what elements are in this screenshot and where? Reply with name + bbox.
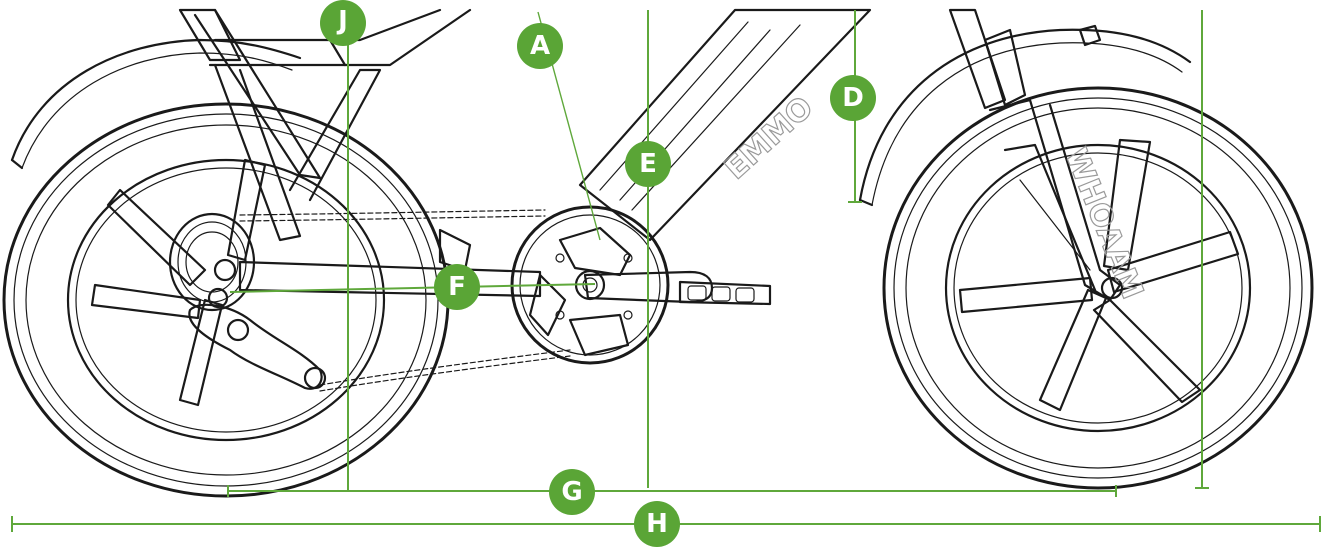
front-fork: WHOAAM <box>948 8 1150 305</box>
svg-text:F: F <box>448 272 466 302</box>
front-wheel <box>858 24 1314 490</box>
svg-text:E: E <box>639 149 657 179</box>
label-badge-j: J <box>320 0 366 46</box>
svg-text:J: J <box>336 6 348 36</box>
svg-text:D: D <box>842 83 864 113</box>
label-badge-e: E <box>625 141 671 187</box>
rear-fender <box>10 38 302 162</box>
front-fender <box>858 28 1192 202</box>
chain-bottom <box>319 349 571 386</box>
label-badge-h: H <box>634 501 680 547</box>
label-badge-a: A <box>517 23 563 69</box>
rear-wheel <box>2 38 450 498</box>
drivetrain <box>168 205 772 392</box>
chain-top <box>239 209 546 216</box>
svg-text:A: A <box>530 31 550 61</box>
chainstay <box>238 260 542 298</box>
label-badge-f: F <box>434 264 480 310</box>
label-badge-g: G <box>549 469 595 515</box>
down-tube <box>578 8 872 242</box>
svg-text:G: G <box>561 477 582 507</box>
label-badge-d: D <box>830 75 876 121</box>
rear-derailleur <box>188 303 323 390</box>
chainring <box>510 205 670 365</box>
svg-text:H: H <box>646 509 668 539</box>
brand-logo-text: EMMO <box>718 90 820 187</box>
pedal <box>678 280 772 306</box>
dimension-labels: J A D E F G H <box>320 0 876 547</box>
dimension-line-f <box>229 283 596 293</box>
